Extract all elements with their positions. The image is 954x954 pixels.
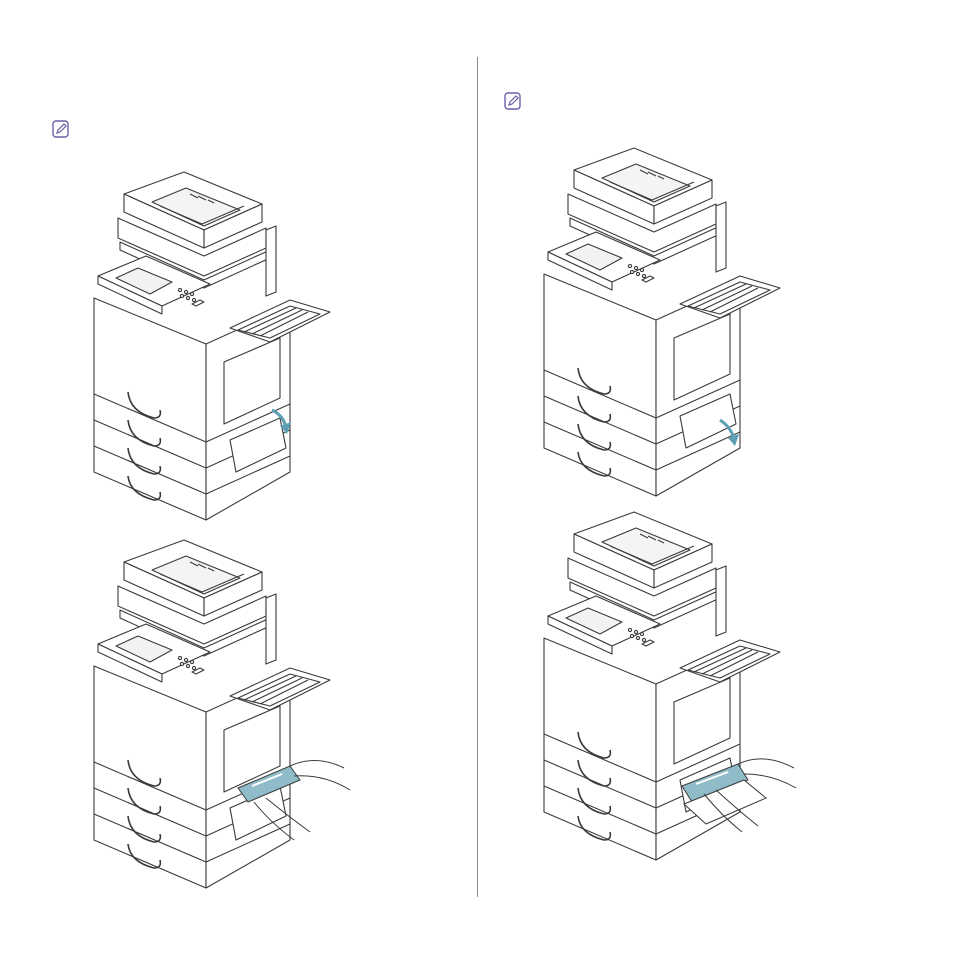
printer-remove-jammed-paper-illustration [94,540,354,885]
printer-remove-jammed-paper-lower-illustration [544,512,804,857]
note-pencil-icon [504,92,522,110]
note-pencil-icon [52,120,70,138]
printer-lower-cover-illustration [544,148,794,493]
column-divider [477,57,478,897]
printer-side-cover-illustration [94,172,344,517]
